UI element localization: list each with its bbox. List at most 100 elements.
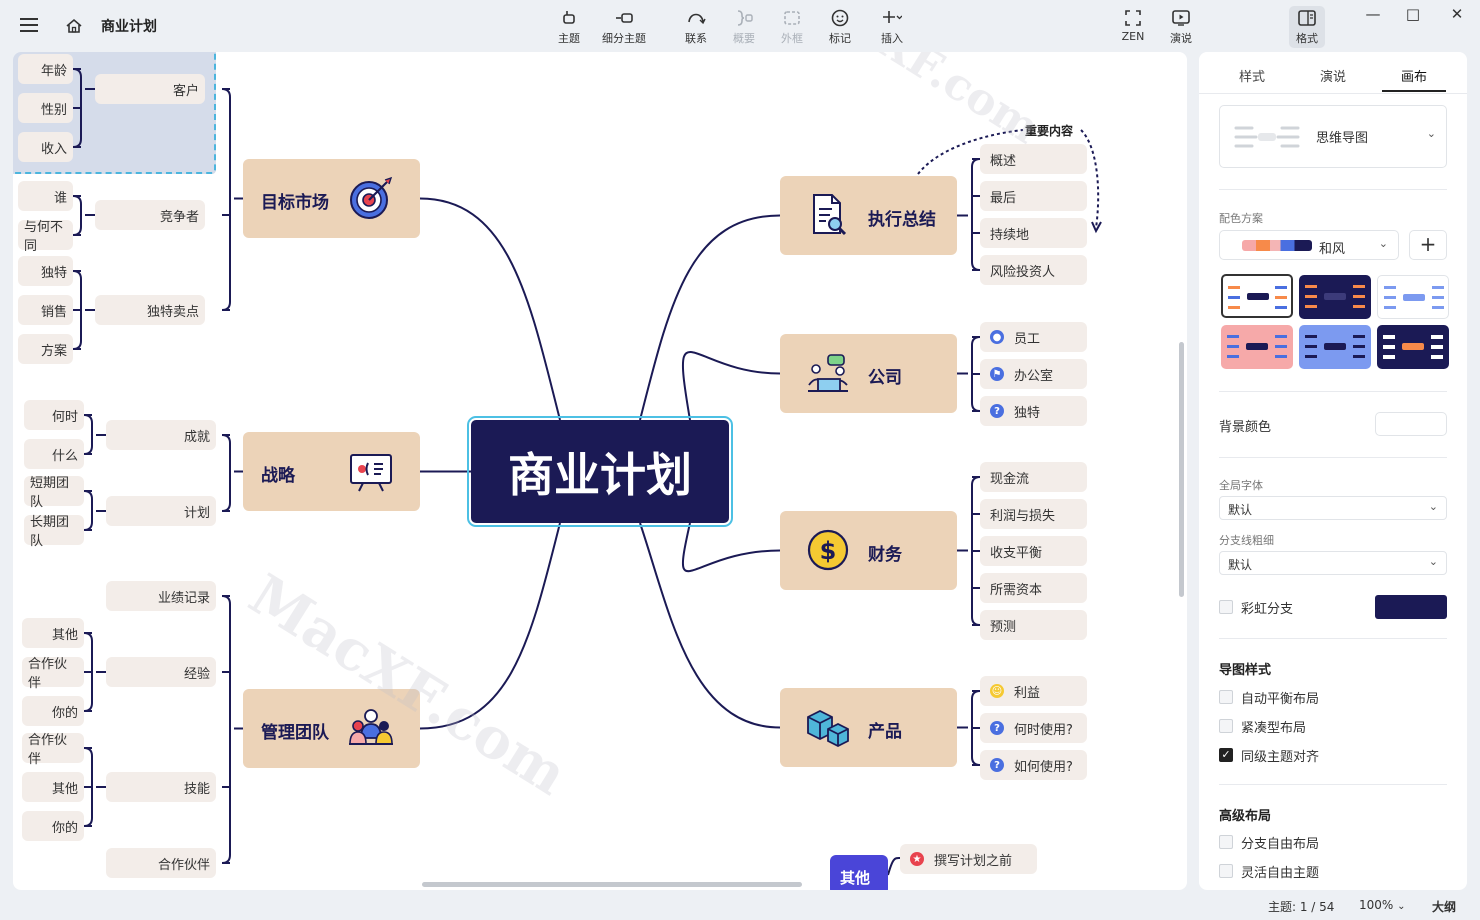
leaf-item[interactable]: 独特 xyxy=(18,256,73,286)
subtopic-item[interactable]: 计划 xyxy=(106,496,216,526)
main-topic-left-2[interactable]: 管理团队 xyxy=(243,689,420,768)
tab-present[interactable]: 演说 xyxy=(1319,70,1346,85)
theme-thumbnail-4[interactable] xyxy=(1221,325,1293,369)
central-topic[interactable]: 商业计划 xyxy=(467,416,733,527)
subtopic-item[interactable]: ●员工 xyxy=(980,322,1087,352)
summary-button[interactable]: 概要 xyxy=(728,8,760,48)
outline-button[interactable]: 大纲 xyxy=(1432,900,1457,914)
subtopic-item[interactable]: ?独特 xyxy=(980,396,1087,426)
leaf-item[interactable]: 性别 xyxy=(18,93,73,123)
marker-button[interactable]: 标记 xyxy=(824,8,856,48)
align-siblings-checkbox[interactable]: ✓ xyxy=(1219,748,1233,762)
leaf-item[interactable]: 短期团队 xyxy=(24,476,84,510)
leaf-item[interactable]: 与何不同 xyxy=(18,220,73,254)
vertical-scrollbar[interactable] xyxy=(1179,342,1184,597)
subtopic-item[interactable]: ?何时使用? xyxy=(980,713,1087,743)
theme-thumbnail-5[interactable] xyxy=(1299,325,1371,369)
leaf-item[interactable]: 收入 xyxy=(18,132,73,162)
free-branch-checkbox[interactable] xyxy=(1219,835,1233,849)
main-topic-left-0[interactable]: 目标市场 xyxy=(243,159,420,238)
leaf-label: 你的 xyxy=(51,705,78,721)
subtopic-item[interactable]: 合作伙伴 xyxy=(106,848,216,878)
horizontal-scrollbar[interactable] xyxy=(422,882,802,887)
leaf-item[interactable]: 长期团队 xyxy=(24,515,84,549)
theme-thumbnail-3[interactable] xyxy=(1377,275,1449,319)
leaf-item[interactable]: 你的 xyxy=(22,696,84,726)
maximize-icon[interactable]: □ xyxy=(1405,5,1421,23)
subtopic-label: 员工 xyxy=(1014,331,1041,347)
bg-color-swatch[interactable] xyxy=(1375,412,1447,436)
leaf-item[interactable]: 谁 xyxy=(18,181,73,211)
subtopic-item[interactable]: 预测 xyxy=(980,610,1087,640)
main-topic-2[interactable]: $财务 xyxy=(780,511,957,590)
color-scheme-select[interactable]: 和风 ⌄ xyxy=(1219,230,1399,260)
subtopic-item[interactable]: 风险投资人 xyxy=(980,255,1087,285)
leaf-item[interactable]: 其他 xyxy=(22,618,84,648)
theme-thumbnail-1[interactable] xyxy=(1221,274,1293,318)
free-topic-checkbox[interactable] xyxy=(1219,864,1233,878)
subtopic-item[interactable]: 持续地 xyxy=(980,218,1087,248)
tab-canvas[interactable]: 画布 xyxy=(1400,70,1427,85)
leaf-item[interactable]: 年龄 xyxy=(18,54,73,84)
summary-bracket-icon xyxy=(737,10,753,26)
subtopic-item[interactable]: 现金流 xyxy=(980,462,1087,492)
leaf-item[interactable]: 什么 xyxy=(24,439,84,469)
leaf-item[interactable]: 其他 xyxy=(22,772,84,802)
relation-label[interactable]: 重要内容 xyxy=(1025,124,1074,138)
subtopic-item[interactable]: 竞争者 xyxy=(95,200,205,230)
auto-balance-checkbox[interactable] xyxy=(1219,690,1233,704)
theme-thumbnail-6[interactable] xyxy=(1377,325,1449,369)
main-topic-3[interactable]: 产品 xyxy=(780,688,957,767)
rainbow-color-swatch[interactable] xyxy=(1375,595,1447,619)
rainbow-checkbox[interactable] xyxy=(1219,600,1233,614)
subtopic-item[interactable]: ?如何使用? xyxy=(980,750,1087,780)
theme-thumbnail-2[interactable] xyxy=(1299,275,1371,319)
minimize-icon[interactable]: — xyxy=(1365,5,1381,23)
mindmap-canvas[interactable]: 商业计划 执行总结概述最后持续地风险投资人公司 ●员工 ⚑办公室 ?独特 $财务现金流利… xyxy=(13,52,1187,890)
floating-leaf[interactable]: ★ 撰写计划之前 xyxy=(900,844,1037,874)
main-topic-0[interactable]: 执行总结 xyxy=(780,176,957,255)
add-scheme-button[interactable]: + xyxy=(1409,230,1447,260)
main-topic-1[interactable]: 公司 xyxy=(780,334,957,413)
subtopic-item[interactable]: 所需资本 xyxy=(980,573,1087,603)
zen-button[interactable]: ZEN xyxy=(1117,8,1149,48)
close-icon[interactable]: ✕ xyxy=(1450,5,1464,23)
boundary-button[interactable]: 外框 xyxy=(776,8,808,48)
present-button[interactable]: 演说 xyxy=(1165,8,1197,48)
subtopic-item[interactable]: 最后 xyxy=(980,181,1087,211)
leaf-item[interactable]: 合作伙伴 xyxy=(22,657,84,691)
global-font-select[interactable]: 默认 ⌄ xyxy=(1219,496,1447,520)
subtopic-item[interactable]: 客户 xyxy=(95,74,205,104)
leaf-item[interactable]: 你的 xyxy=(22,811,84,841)
subtopic-item[interactable]: 概述 xyxy=(980,144,1087,174)
zoom-select[interactable]: 100% ⌄ xyxy=(1359,898,1406,912)
format-button[interactable]: 格式 xyxy=(1289,6,1325,48)
subtopic-label: 最后 xyxy=(990,190,1017,206)
structure-select[interactable]: 思维导图 ⌄ xyxy=(1219,105,1447,168)
subtopic-item[interactable]: ☺利益 xyxy=(980,676,1087,706)
leaf-item[interactable]: 何时 xyxy=(24,400,84,430)
leaf-item[interactable]: 合作伙伴 xyxy=(22,733,84,767)
main-topic-left-1[interactable]: 战略 xyxy=(243,432,420,511)
tab-style[interactable]: 样式 xyxy=(1238,70,1265,85)
insert-button[interactable]: 插入 xyxy=(872,8,912,48)
subtopic-item[interactable]: 利润与损失 xyxy=(980,499,1087,529)
subtopic-item[interactable]: 业绩记录 xyxy=(106,581,216,611)
subtopic-item[interactable]: ⚑办公室 xyxy=(980,359,1087,389)
branch-width-select[interactable]: 默认 ⌄ xyxy=(1219,551,1447,575)
subtopic-item[interactable]: 收支平衡 xyxy=(980,536,1087,566)
document-title[interactable]: 商业计划 xyxy=(101,19,157,35)
subtopic-item[interactable]: 技能 xyxy=(106,772,216,802)
topic-button[interactable]: 主题 xyxy=(553,8,585,48)
menu-icon[interactable] xyxy=(20,18,38,32)
subtopic-button[interactable]: 细分主题 xyxy=(599,8,649,48)
leaf-item[interactable]: 方案 xyxy=(18,334,73,364)
home-icon[interactable] xyxy=(65,17,83,35)
subtopic-item[interactable]: 独特卖点 xyxy=(95,295,205,325)
compact-checkbox[interactable] xyxy=(1219,719,1233,733)
relation-button[interactable]: 联系 xyxy=(680,8,712,48)
leaf-item[interactable]: 销售 xyxy=(18,295,73,325)
subtopic-item[interactable]: 经验 xyxy=(106,657,216,687)
floating-topic-other[interactable]: 其他 xyxy=(830,855,888,890)
subtopic-item[interactable]: 成就 xyxy=(106,420,216,450)
